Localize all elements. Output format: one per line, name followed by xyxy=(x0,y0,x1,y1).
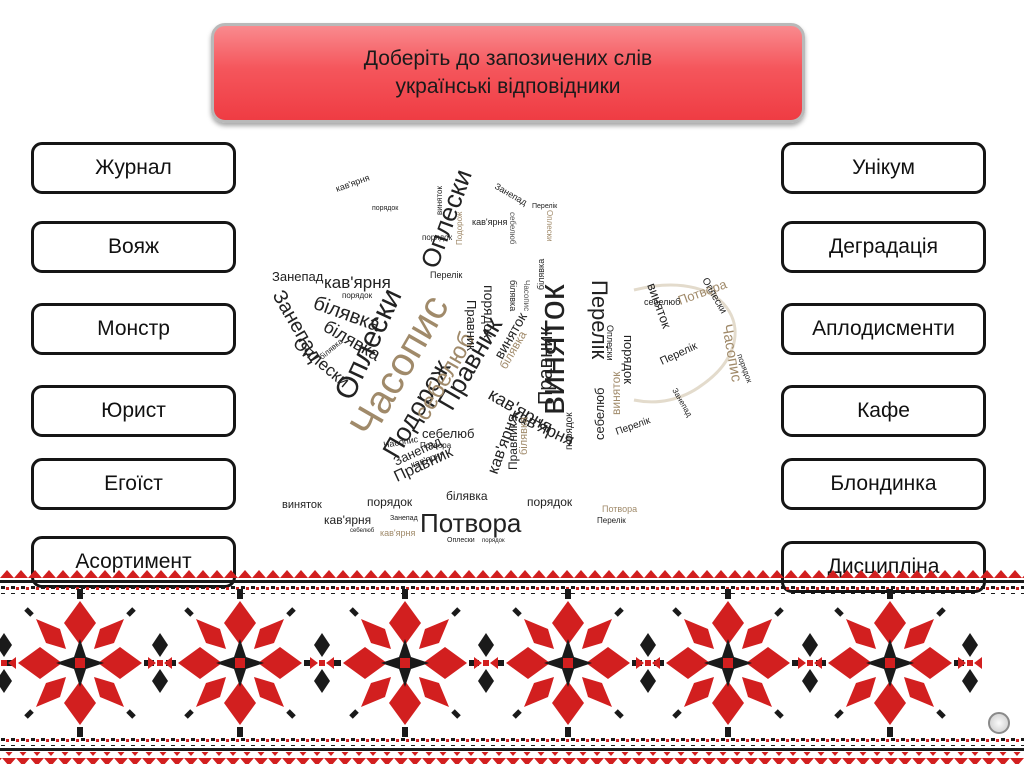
cloud-word: порядок xyxy=(372,205,399,212)
cloud-word: Потвора xyxy=(420,441,452,450)
title-line-2: українські відповідники xyxy=(395,75,621,98)
cloud-word: Перелік xyxy=(587,280,612,360)
cloud-word: порядок xyxy=(481,285,497,339)
cloud-word: порядок xyxy=(367,495,413,509)
word-button-right-2[interactable]: Деградація xyxy=(781,221,986,273)
cloud-word: білявка xyxy=(446,489,488,503)
cloud-word: білявка xyxy=(536,259,546,290)
cup-handle xyxy=(633,283,737,404)
cloud-word: Занепад xyxy=(272,269,324,284)
cloud-word: Перелік xyxy=(614,415,652,438)
cloud-word: Правник xyxy=(535,327,557,405)
word-button-right-1[interactable]: Унікум xyxy=(781,142,986,194)
word-button-right-4[interactable]: Кафе xyxy=(781,385,986,437)
cloud-word: Перелік xyxy=(597,516,626,525)
cloud-word: порядок xyxy=(342,291,373,300)
cloud-word: білявка xyxy=(518,416,530,455)
cloud-word: порядок xyxy=(564,412,575,450)
word-button-left-5[interactable]: Егоїст xyxy=(31,458,236,510)
cloud-word: виняток xyxy=(435,186,444,215)
navigation-button[interactable] xyxy=(988,712,1010,734)
title-banner: Доберіть до запозичених слів українські … xyxy=(211,23,805,123)
cloud-word: білявка xyxy=(508,280,518,311)
cloud-word: Оплески xyxy=(545,210,554,242)
embroidery-ornament xyxy=(0,568,1024,764)
cloud-word: кав'ярня xyxy=(324,273,391,292)
cloud-word: порядок xyxy=(422,233,453,242)
cloud-word: Подорож xyxy=(455,211,464,245)
cloud-word: порядок xyxy=(621,335,636,384)
cloud-word: кав'ярня xyxy=(334,172,371,194)
cloud-word: Оплески xyxy=(447,537,475,544)
cloud-word: себелюб xyxy=(592,388,607,440)
cloud-word: Занепад xyxy=(390,515,418,522)
cloud-word: Потвора xyxy=(420,508,522,538)
word-button-right-5[interactable]: Блондинка xyxy=(781,458,986,510)
cloud-word: себелюб xyxy=(644,297,680,307)
cloud-word: порядок xyxy=(482,538,505,544)
cloud-word: Перелік xyxy=(658,340,699,368)
word-cloud-cup: кав'ярня порядок виняток Занепад себелюб… xyxy=(268,165,754,544)
cloud-word: Занепад xyxy=(493,181,529,208)
title-line-1: Доберіть до запозичених слів xyxy=(363,47,653,70)
word-button-left-2[interactable]: Вояж xyxy=(31,221,236,273)
cloud-word: кав'ярня xyxy=(324,513,371,527)
cloud-word: себелюб xyxy=(422,426,474,441)
word-button-left-3[interactable]: Монстр xyxy=(31,303,236,355)
cloud-word: виняток xyxy=(531,284,572,415)
cloud-word: Потвора xyxy=(602,504,637,514)
cloud-word: Часопис xyxy=(522,280,531,311)
cloud-word: виняток xyxy=(282,499,322,511)
word-button-left-4[interactable]: Юрист xyxy=(31,385,236,437)
cloud-word: себелюб xyxy=(350,528,375,534)
cloud-word: порядок xyxy=(527,495,573,509)
cloud-word: Правник xyxy=(464,300,479,351)
cloud-word: Правник xyxy=(506,422,520,470)
cloud-word: Оплески xyxy=(414,165,477,272)
cloud-word: Перелік xyxy=(430,270,462,280)
word-button-left-1[interactable]: Журнал xyxy=(31,142,236,194)
cloud-word: кав'ярня xyxy=(472,217,507,227)
cloud-word: себелюб xyxy=(508,212,517,245)
cloud-word: Оплески xyxy=(605,325,615,361)
cloud-word: виняток xyxy=(609,371,623,415)
cloud-word: кав'ярня xyxy=(380,528,415,538)
cloud-word: Перелік xyxy=(532,202,558,210)
word-button-right-3[interactable]: Аплодисменти xyxy=(781,303,986,355)
